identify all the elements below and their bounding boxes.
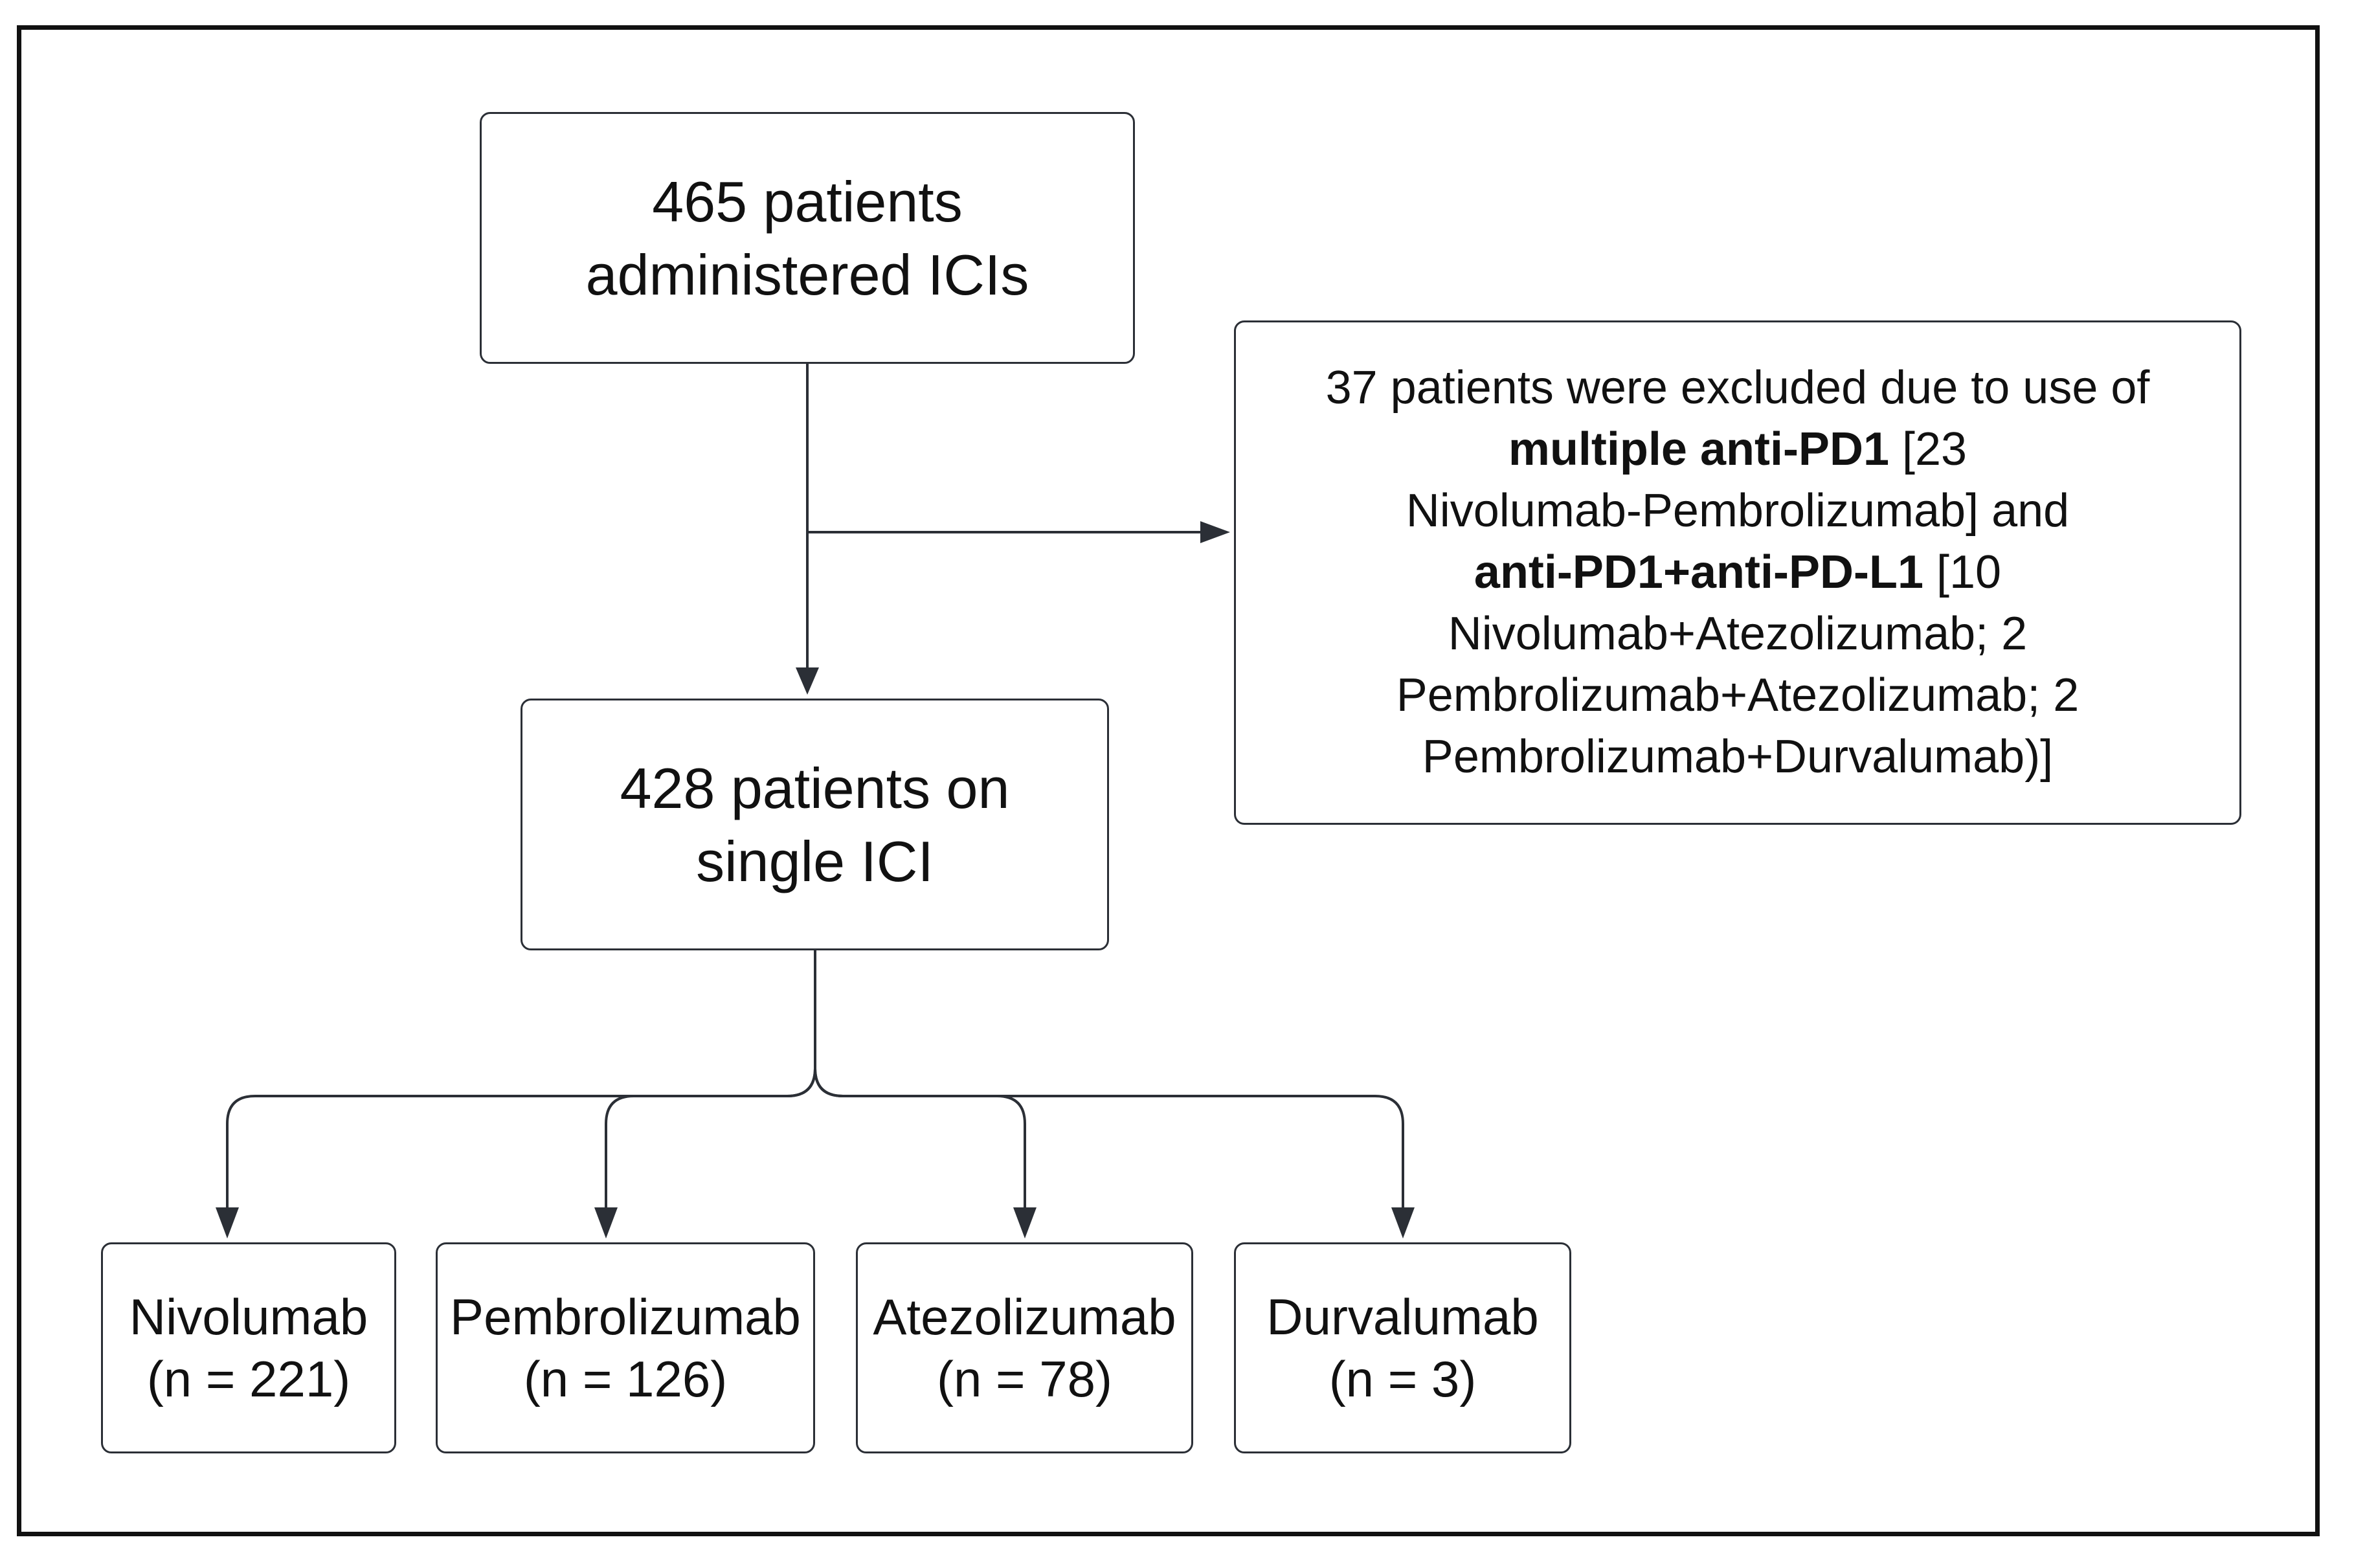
excluded-line-4: anti-PD1+anti-PD-L1 [10 xyxy=(1474,542,2001,603)
arrow-to-excluded xyxy=(1200,521,1230,543)
nivolumab-count: (n = 221) xyxy=(146,1350,351,1407)
excluded-line-6: Pembrolizumab+Atezolizumab; 2 xyxy=(1396,669,2079,721)
arrow-start-to-single xyxy=(796,667,819,695)
atezolizumab-name: Atezolizumab xyxy=(873,1288,1176,1345)
node-single-ici: 428 patients on single ICI xyxy=(521,699,1109,950)
excluded-anti-pd1-anti-pdl1: anti-PD1+anti-PD-L1 xyxy=(1474,546,1923,598)
pembrolizumab-count: (n = 126) xyxy=(523,1350,728,1407)
excluded-line-1: 37 patients were excluded due to use of xyxy=(1325,362,2150,414)
node-start: 465 patients administered ICIs xyxy=(480,112,1135,364)
node-nivolumab: Nivolumab (n = 221) xyxy=(101,1242,396,1453)
start-line-1: 465 patients xyxy=(652,169,963,234)
pembrolizumab-name: Pembrolizumab xyxy=(450,1288,801,1345)
atezolizumab-count: (n = 78) xyxy=(937,1350,1112,1407)
excluded-line-2-rest: [23 xyxy=(1889,423,1967,475)
node-pembrolizumab: Pembrolizumab (n = 126) xyxy=(436,1242,815,1453)
node-excluded: 37 patients were excluded due to use of … xyxy=(1234,320,2241,825)
start-line-2: administered ICIs xyxy=(585,242,1029,307)
arrow-to-atezolizumab xyxy=(1013,1207,1037,1238)
durvalumab-count: (n = 3) xyxy=(1328,1350,1477,1407)
arrow-to-nivolumab xyxy=(216,1207,239,1238)
connector-to-atezolizumab xyxy=(814,1068,1026,1211)
excluded-line-4-rest: [10 xyxy=(1923,546,2002,598)
connector-to-nivolumab xyxy=(226,1068,816,1211)
node-atezolizumab: Atezolizumab (n = 78) xyxy=(856,1242,1193,1453)
excluded-line-3: Nivolumab-Pembrolizumab] and xyxy=(1406,485,2070,537)
single-line-2: single ICI xyxy=(696,829,934,893)
arrow-to-durvalumab xyxy=(1391,1207,1415,1238)
connector-to-pembrolizumab xyxy=(605,1068,816,1211)
node-durvalumab: Durvalumab (n = 3) xyxy=(1234,1242,1571,1453)
excluded-multiple-anti-pd1: multiple anti-PD1 xyxy=(1508,423,1889,475)
outer-frame xyxy=(17,25,2320,1536)
single-line-1: 428 patients on xyxy=(620,756,1010,820)
nivolumab-name: Nivolumab xyxy=(129,1288,368,1345)
connector-to-durvalumab xyxy=(814,1068,1404,1211)
excluded-line-7: Pembrolizumab+Durvalumab)] xyxy=(1422,731,2054,783)
durvalumab-name: Durvalumab xyxy=(1266,1288,1539,1345)
arrow-to-pembrolizumab xyxy=(594,1207,618,1238)
excluded-line-5: Nivolumab+Atezolizumab; 2 xyxy=(1448,608,2028,660)
excluded-line-2: multiple anti-PD1 [23 xyxy=(1508,419,1967,480)
